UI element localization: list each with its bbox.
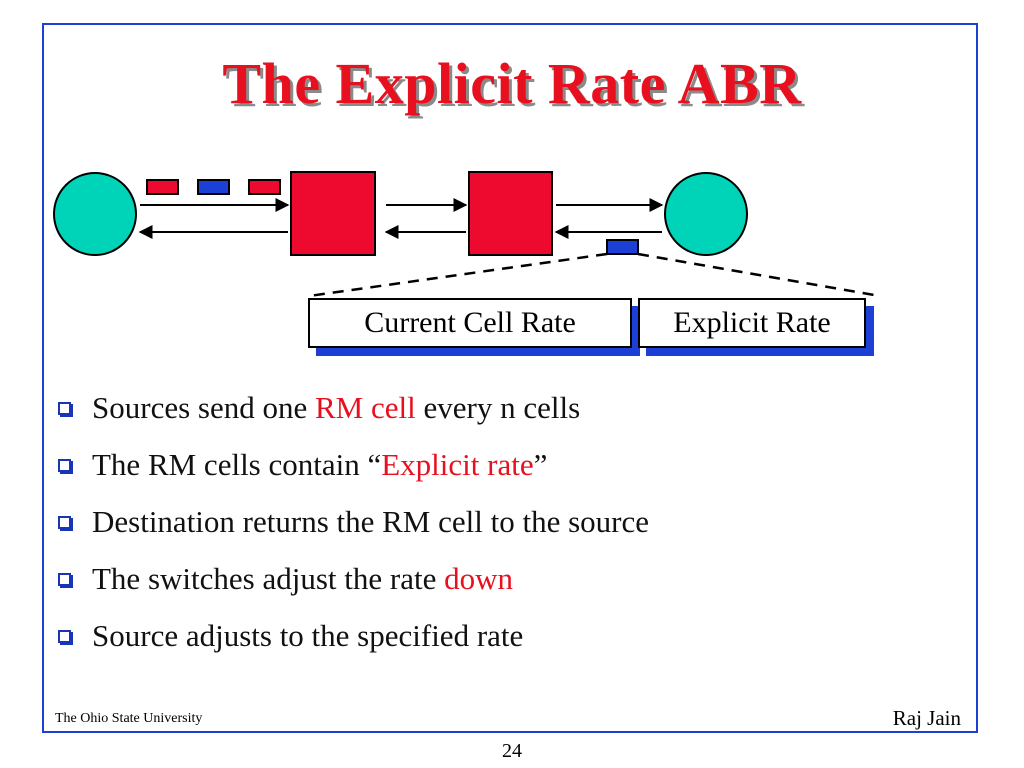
- switch-1: [290, 171, 376, 256]
- bullet-text: The switches adjust the rate: [92, 561, 445, 596]
- destination-node: [664, 172, 748, 256]
- bullet-item: Sources send one RM cell every n cells: [58, 388, 649, 445]
- zoom-line-left: [308, 252, 608, 298]
- rm-cell-returning: [606, 239, 639, 255]
- switch-2: [468, 171, 553, 256]
- bullet-text: every n cells: [415, 390, 581, 425]
- checkbox-bullet-icon: [58, 402, 71, 415]
- bullet-item: Source adjusts to the specified rate: [58, 616, 649, 673]
- zoom-line-right: [637, 252, 881, 298]
- bullet-item: The RM cells contain “Explicit rate”: [58, 445, 649, 502]
- bullet-text: The RM cells contain “: [92, 447, 382, 482]
- slide-frame: [42, 23, 978, 733]
- footer-author: Raj Jain: [892, 706, 961, 730]
- highlighted-text: RM cell: [314, 390, 416, 425]
- field-current-cell-rate: Current Cell Rate: [308, 298, 632, 348]
- data-cell: [248, 179, 281, 195]
- bullet-text: Sources send one: [92, 390, 315, 425]
- highlighted-text: down: [444, 561, 513, 596]
- bullet-item: Destination returns the RM cell to the s…: [58, 502, 649, 559]
- checkbox-bullet-icon: [58, 630, 71, 643]
- footer-institution: The Ohio State University: [55, 711, 203, 726]
- highlighted-text: Explicit rate: [381, 447, 534, 482]
- slide-title: The Explicit Rate ABR: [222, 51, 802, 116]
- rm-cell: [197, 179, 230, 195]
- data-cell: [146, 179, 179, 195]
- source-node: [53, 172, 137, 256]
- bullet-text: ”: [533, 447, 548, 482]
- field-explicit-rate: Explicit Rate: [638, 298, 866, 348]
- page-number: 24: [502, 740, 522, 762]
- checkbox-bullet-icon: [58, 573, 71, 586]
- checkbox-bullet-icon: [58, 459, 71, 472]
- bullet-text: Source adjusts to the specified rate: [92, 618, 524, 653]
- checkbox-bullet-icon: [58, 516, 71, 529]
- bullet-item: The switches adjust the rate down: [58, 559, 649, 616]
- bullet-text: Destination returns the RM cell to the s…: [92, 504, 650, 539]
